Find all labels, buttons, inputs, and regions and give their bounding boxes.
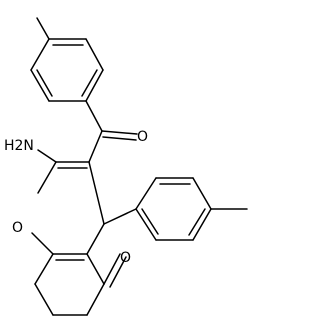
tolyl-top-inner-bond-3 <box>36 69 53 97</box>
tolyl-right-ring-bond-3 <box>192 177 212 210</box>
tolyl-right-ring-bond-4 <box>192 208 212 241</box>
cyclohexenone-bond-1 <box>86 283 105 316</box>
cyclohexenone-bond-3 <box>34 283 54 316</box>
methyl-bond-top <box>36 17 50 40</box>
tolyl-top-ring-bond-6 <box>30 38 50 71</box>
tolyl-right-inner-bond-2 <box>188 208 206 236</box>
amino-label: H2N <box>4 138 34 154</box>
amino-bond <box>37 149 57 163</box>
ketone-oxygen-label: O <box>120 250 131 266</box>
pyran-ring-bond-5 <box>86 223 105 255</box>
ring-oxygen-label: O <box>12 220 23 236</box>
tolyl-top-inner-bond-2 <box>81 69 98 97</box>
acyl-oxygen-label: O <box>137 129 148 145</box>
ketone-double-bond-2 <box>109 256 127 288</box>
tolyl-top-ring-bond-5 <box>30 69 50 102</box>
carbonyl-to-ring-bond <box>88 130 103 163</box>
tolyl-right-inner-bond-3 <box>141 208 159 235</box>
tolyl-top-ring-bond-2 <box>85 38 104 71</box>
ketone-ring-bond-1 <box>86 253 105 285</box>
cyclohexenone-bond-4 <box>34 253 54 285</box>
ketone-double-bond-1 <box>103 253 121 285</box>
tolyl-right-ring-bond-1 <box>135 177 157 210</box>
tolyl-right-ring-bond-6 <box>135 208 157 241</box>
pyran-ring-bond-6 <box>88 161 105 225</box>
atom-labels: H2N O O O <box>4 129 148 266</box>
bonds <box>30 17 248 316</box>
carbonyl-double-bond-2 <box>102 136 137 141</box>
chemical-structure: H2N O O O <box>4 17 248 316</box>
aryl-link-bond <box>103 208 137 225</box>
carbonyl-double-bond-1 <box>101 130 138 135</box>
carbonyl-carbon-bond <box>85 100 103 132</box>
tolyl-top-ring-bond-3 <box>85 69 104 102</box>
pyran-ring-bond-3 <box>31 232 54 255</box>
pyran-ring-bond-2 <box>37 161 57 194</box>
